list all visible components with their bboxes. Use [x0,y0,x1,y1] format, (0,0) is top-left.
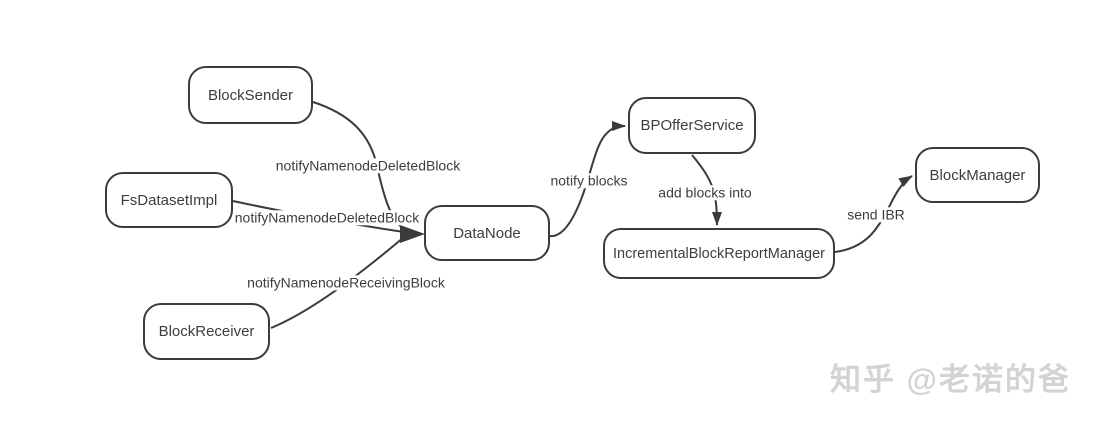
edge-label-send-ibr: send IBR [845,206,907,223]
edge-label-add-blocks-into: add blocks into [656,184,754,201]
node-block-manager-label: BlockManager [929,166,1026,184]
node-incremental-block-report-manager: IncrementalBlockReportManager [603,228,835,279]
node-data-node: DataNode [424,205,550,261]
edge-datanode-to-bpofferservice [548,121,626,238]
node-data-node-label: DataNode [453,224,521,242]
node-block-receiver: BlockReceiver [143,303,270,360]
node-incremental-block-report-manager-label: IncrementalBlockReportManager [613,245,825,262]
edge-label-notify-blocks: notify blocks [548,172,630,189]
edge-label-notify-namenode-deleted-block-top: notifyNamenodeDeletedBlock [273,157,463,174]
node-bp-offer-service-label: BPOfferService [640,117,744,134]
node-block-sender: BlockSender [188,66,313,124]
node-fs-dataset-impl-label: FsDatasetImpl [120,191,218,209]
node-block-sender-label: BlockSender [207,86,294,104]
node-bp-offer-service: BPOfferService [628,97,756,154]
edge-label-notify-namenode-deleted-block-middle: notifyNamenodeDeletedBlock [232,209,422,226]
edge-ibrm-to-blockmanager [834,175,913,253]
edge-blockreceiver-to-datanode [270,236,405,329]
edge-label-notify-namenode-receiving-block: notifyNamenodeReceivingBlock [245,274,447,291]
arrowhead-into-datanode [400,225,425,243]
node-block-manager: BlockManager [915,147,1040,203]
node-fs-dataset-impl: FsDatasetImpl [105,172,233,228]
node-block-receiver-label: BlockReceiver [158,323,255,340]
zhihu-watermark: 知乎 @老诺的爸 [830,362,1071,397]
